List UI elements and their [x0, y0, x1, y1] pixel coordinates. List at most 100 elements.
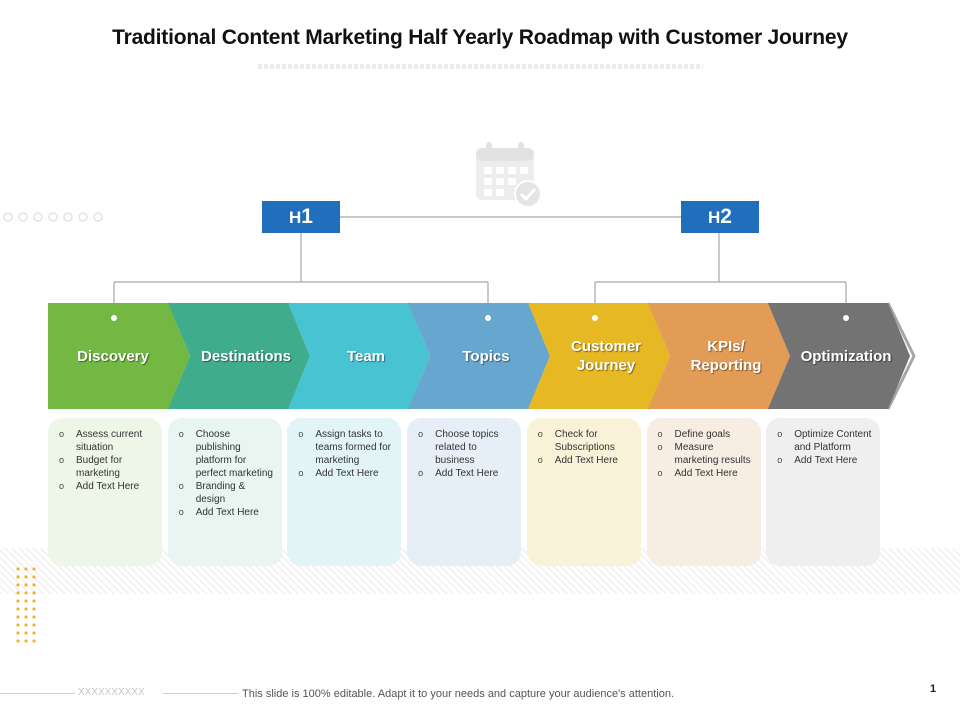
stage-chevron — [288, 303, 430, 409]
grid-dot — [24, 583, 28, 587]
bullet-icon: o — [298, 468, 304, 478]
connector-dot — [485, 315, 491, 321]
bullet-icon: o — [418, 429, 424, 439]
grid-dot — [16, 567, 20, 571]
list-item: o Choose publishing platform for perfect … — [176, 428, 274, 480]
stage-label: Optimization — [800, 347, 892, 365]
grid-dot — [32, 615, 36, 619]
bullet-icon: o — [59, 481, 65, 491]
connector-dot — [843, 315, 849, 321]
list-item-text: Add Text Here — [674, 468, 738, 479]
grid-dot — [24, 591, 28, 595]
footer-note: This slide is 100% editable. Adapt it to… — [242, 688, 674, 700]
list-item: o Define goals — [655, 428, 753, 441]
grid-dot — [32, 623, 36, 627]
stage-label: Team — [346, 347, 386, 365]
grid-dot — [24, 623, 28, 627]
page-number: 1 — [930, 683, 937, 695]
list-item: o Assign tasks to teams formed for market… — [295, 428, 393, 467]
decorative-dots — [3, 212, 103, 222]
h2-box: H2 — [681, 201, 759, 233]
footer-placeholder: XXXXXXXXXX — [78, 687, 145, 698]
grid-dot — [16, 615, 20, 619]
connector-dot — [111, 315, 117, 321]
list-item-text: Optimize Content and Platform — [794, 429, 872, 453]
grid-dot — [32, 567, 36, 571]
bullet-icon: o — [777, 429, 783, 439]
grid-dot — [24, 599, 28, 603]
decorative-dot-grid — [16, 567, 36, 643]
grid-dot — [32, 583, 36, 587]
list-item: o Optimize Content and Platform — [774, 428, 872, 454]
footer-divider-right — [163, 693, 238, 694]
list-item-text: Choose publishing platform for perfect m… — [195, 429, 273, 479]
bullet-icon: o — [59, 455, 65, 465]
stage-label: Topics — [462, 347, 510, 365]
grid-dot — [32, 575, 36, 579]
grid-dot — [16, 639, 20, 643]
list-item-text: Add Text Here — [76, 481, 140, 492]
grid-dot — [32, 607, 36, 611]
stage-card-list: o Assign tasks to teams formed for market… — [295, 428, 393, 480]
grid-dot — [24, 631, 28, 635]
grid-dot — [32, 631, 36, 635]
bullet-icon: o — [777, 455, 783, 465]
bullet-icon: o — [59, 429, 65, 439]
chevron-shadow — [886, 302, 916, 410]
list-item: o Add Text Here — [56, 480, 154, 493]
stage-chevron — [408, 303, 550, 409]
list-item-text: Add Text Here — [554, 455, 618, 466]
grid-dot — [16, 607, 20, 611]
list-item-text: Add Text Here — [794, 455, 858, 466]
grid-dot — [16, 591, 20, 595]
stage-card: o Assign tasks to teams formed for market… — [287, 418, 402, 566]
stage-label: KPIs/ Reporting — [690, 338, 762, 374]
list-item-text: Define goals — [674, 429, 731, 440]
bullet-icon: o — [178, 481, 184, 491]
bullet-icon: o — [298, 429, 304, 439]
grid-dot — [32, 591, 36, 595]
stage-chevron — [168, 303, 310, 409]
bullet-icon: o — [657, 429, 663, 439]
stage-label: Customer Journey — [570, 338, 641, 374]
stage-chevron — [768, 303, 910, 409]
stage-chevron — [528, 303, 670, 409]
connector-dot — [592, 315, 598, 321]
list-item-text: Measure marketing results — [674, 442, 751, 466]
grid-dot — [24, 607, 28, 611]
list-item-text: Assign tasks to teams formed for marketi… — [315, 429, 391, 466]
list-item-text: Budget for marketing — [76, 455, 123, 479]
grid-dot — [16, 583, 20, 587]
stage-label: Destinations — [200, 347, 291, 365]
grid-dot — [24, 639, 28, 643]
grid-dot — [16, 575, 20, 579]
bullet-icon: o — [178, 429, 184, 439]
list-item: o Add Text Here — [295, 467, 393, 480]
stage-chevron — [48, 303, 190, 409]
h1-box: H1 — [262, 201, 340, 233]
grid-dot — [16, 599, 20, 603]
stage-card: o Choose publishing platform for perfect … — [167, 418, 282, 566]
list-item-text: Add Text Here — [315, 468, 379, 479]
grid-dot — [16, 631, 20, 635]
bullet-icon: o — [178, 507, 184, 517]
